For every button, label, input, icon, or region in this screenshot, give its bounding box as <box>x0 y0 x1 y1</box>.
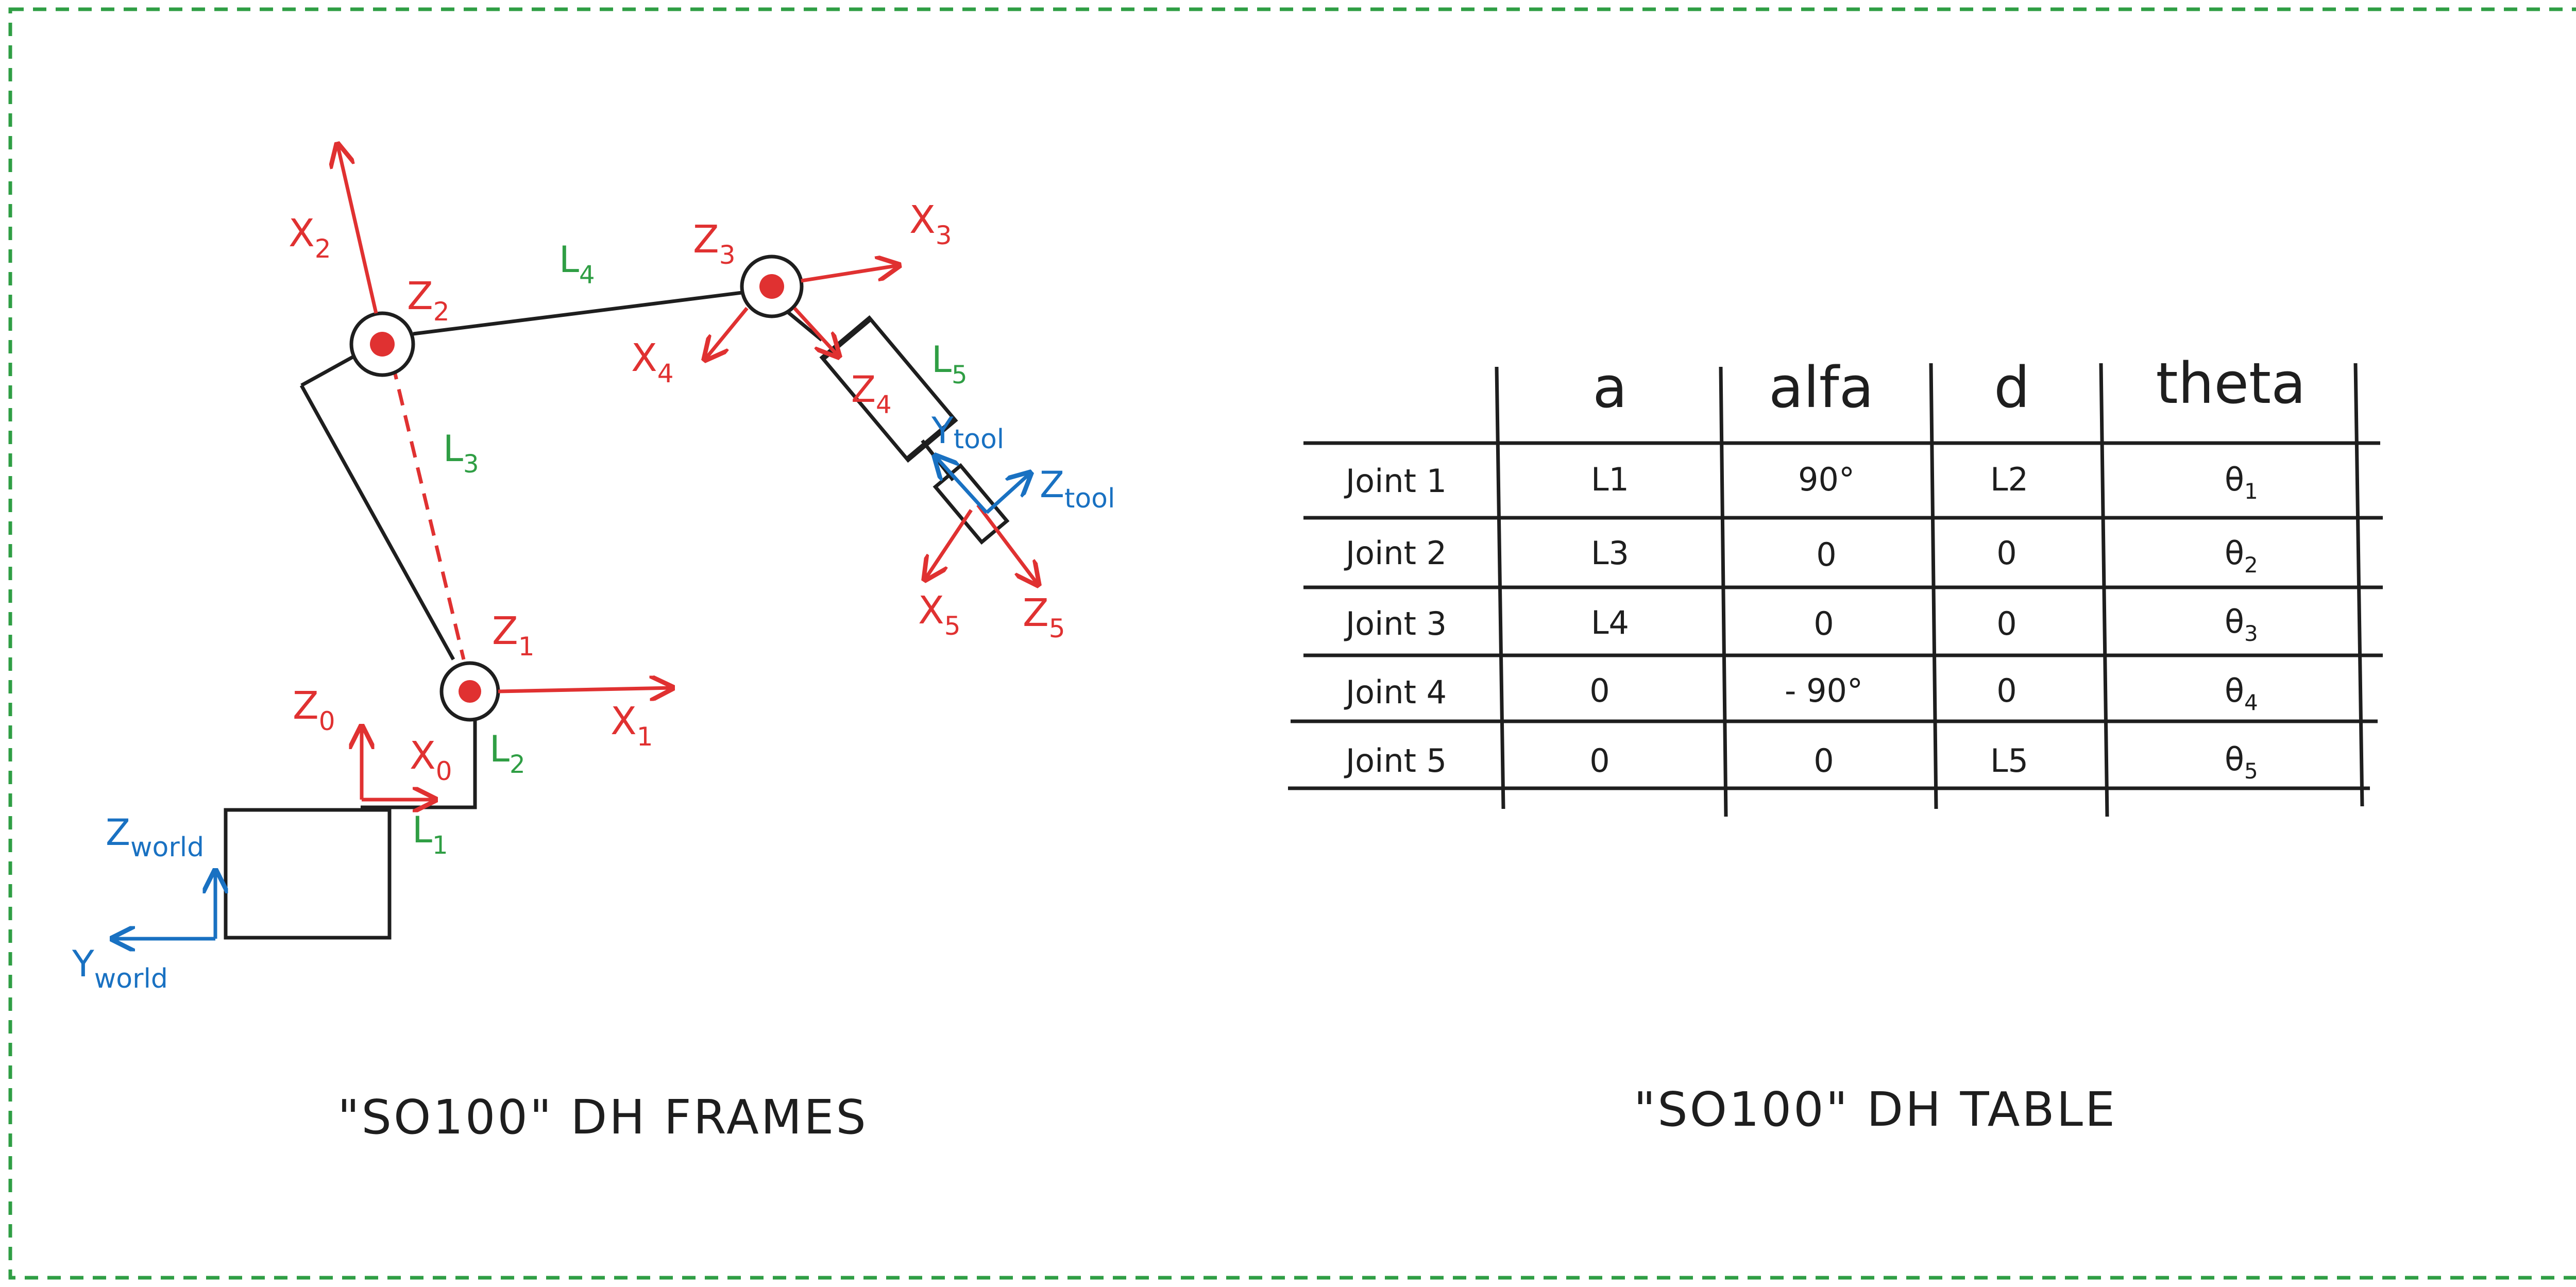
dh-table: a alfa d theta Joint 1 L1 90° L2 θ1 Join… <box>1288 350 2383 1137</box>
row-2-joint: Joint 2 <box>1344 534 1447 572</box>
z0-label: Z0 <box>293 684 335 736</box>
row-4-theta: θ4 <box>2225 672 2258 715</box>
row-3-theta: θ3 <box>2225 603 2258 646</box>
ztool-axis-arrow <box>985 473 1030 514</box>
robot-arm-diagram: X2 Z2 L4 Z3 X3 X4 L5 Z4 Ytool Ztool L3 X… <box>72 144 1115 1145</box>
z5-label: Z5 <box>1023 591 1065 644</box>
table-row: Joint 5 0 0 L5 θ5 <box>1344 740 2258 784</box>
row-4-alfa: - 90° <box>1785 672 1863 709</box>
link-l3-dashed <box>391 363 466 660</box>
x5-axis-arrow <box>925 509 973 580</box>
link-l1-l2 <box>361 691 477 809</box>
right-caption: "SO100" DH TABLE <box>1634 1082 2117 1137</box>
z2-label: Z2 <box>407 274 450 327</box>
row-1-joint: Joint 1 <box>1344 462 1447 500</box>
l2-label: L2 <box>489 728 526 779</box>
yworld-label: Yworld <box>72 943 168 994</box>
x2-axis-arrow <box>337 144 378 314</box>
row-5-joint: Joint 5 <box>1344 742 1447 780</box>
outer-dashed-frame <box>8 7 2576 1280</box>
z4-axis-arrow <box>793 307 839 357</box>
row-1-alfa: 90° <box>1798 461 1855 498</box>
x1-label: X1 <box>611 699 653 752</box>
x4-label: X4 <box>631 336 674 388</box>
x3-axis-arrow <box>801 265 899 283</box>
row-1-a: L1 <box>1591 461 1629 498</box>
row-3-joint: Joint 3 <box>1344 605 1447 642</box>
row-2-d: 0 <box>1996 534 2016 572</box>
table-row: Joint 3 L4 0 0 θ3 <box>1344 603 2258 646</box>
l1-label: L1 <box>412 809 448 860</box>
ztool-label: Ztool <box>1040 464 1115 514</box>
row-4-d: 0 <box>1996 672 2016 709</box>
z5-axis-arrow <box>976 503 1038 585</box>
row-2-alfa: 0 <box>1816 536 1836 573</box>
x5-label: X5 <box>918 588 961 641</box>
blue-frame-axes <box>112 456 1030 939</box>
row-5-theta: θ5 <box>2225 740 2258 784</box>
table-hlines <box>1288 441 2383 790</box>
x2-label: X2 <box>289 211 331 264</box>
row-4-joint: Joint 4 <box>1344 673 1447 711</box>
row-5-a: 0 <box>1589 742 1609 780</box>
header-a: a <box>1592 354 1627 420</box>
x0-label: X0 <box>410 734 452 786</box>
joint-3 <box>740 255 804 318</box>
row-4-a: 0 <box>1589 672 1609 709</box>
l5-label: L5 <box>931 338 968 390</box>
red-frame-axes <box>337 144 1038 800</box>
l3-label: L3 <box>443 428 479 479</box>
row-1-d: L2 <box>1990 461 2028 498</box>
ytool-axis-arrow <box>935 456 988 514</box>
header-d: d <box>1994 354 2030 420</box>
x3-label: X3 <box>909 198 952 250</box>
x1-axis-arrow <box>498 688 672 691</box>
joint-1 <box>439 661 500 722</box>
header-theta: theta <box>2156 350 2306 416</box>
table-vlines <box>1495 363 2364 817</box>
joint-2 <box>349 311 415 377</box>
l5-block <box>819 315 958 463</box>
base-block <box>224 808 392 940</box>
zworld-label: Zworld <box>106 811 204 863</box>
link-l4 <box>413 291 742 336</box>
ytool-label: Ytool <box>931 410 1004 455</box>
row-3-a: L4 <box>1591 604 1629 641</box>
table-row: Joint 1 L1 90° L2 θ1 <box>1344 461 2258 504</box>
left-caption: "SO100" DH FRAMES <box>337 1090 868 1145</box>
row-3-alfa: 0 <box>1814 605 1834 642</box>
header-alfa: alfa <box>1769 354 1874 420</box>
row-2-a: L3 <box>1591 534 1629 572</box>
z1-label: Z1 <box>492 609 535 662</box>
l4-label: L4 <box>559 239 595 290</box>
table-row: Joint 2 L3 0 0 θ2 <box>1344 534 2258 578</box>
link-corner <box>300 353 357 387</box>
row-1-theta: θ1 <box>2225 461 2258 504</box>
row-5-alfa: 0 <box>1814 742 1834 780</box>
x4-axis-arrow <box>705 307 749 360</box>
link-l3-body <box>299 384 455 661</box>
row-3-d: 0 <box>1996 605 2016 642</box>
z4-label: Z4 <box>851 368 892 419</box>
z3-label: Z3 <box>693 217 736 270</box>
row-5-d: L5 <box>1990 742 2028 780</box>
row-2-theta: θ2 <box>2225 534 2258 578</box>
table-row: Joint 4 0 - 90° 0 θ4 <box>1344 672 2258 715</box>
